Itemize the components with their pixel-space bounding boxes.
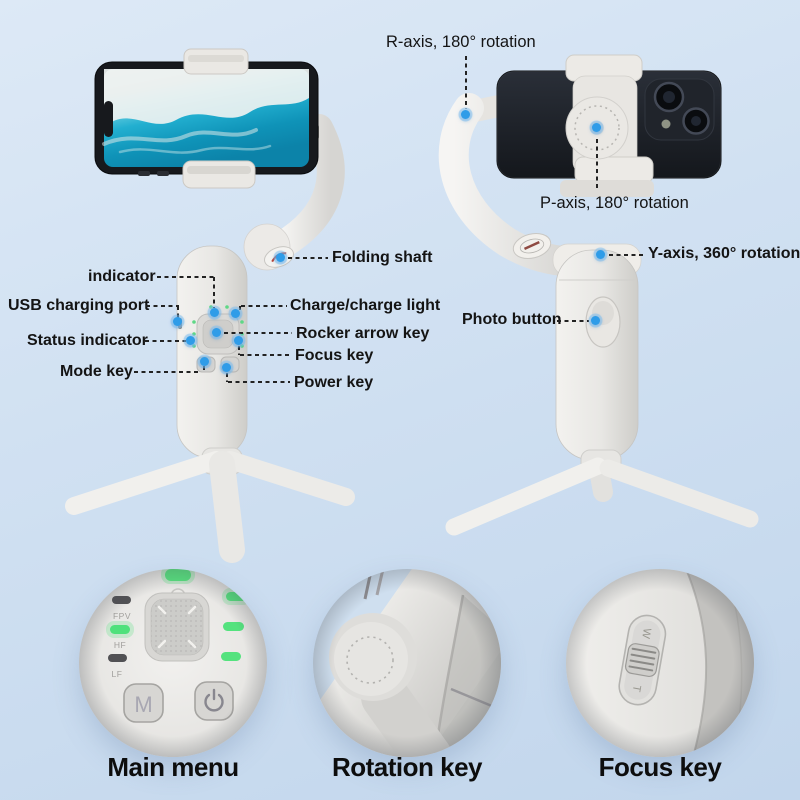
connector-indicator-h [157, 276, 214, 278]
right-folding-shaft [512, 232, 552, 260]
detail-main-menu: FPV HF LF M [79, 569, 267, 757]
detail-rotation-key [313, 569, 501, 757]
label-mode-key: Mode key [60, 363, 133, 380]
right-gimbal [438, 54, 759, 536]
marker-focus-key [234, 336, 243, 345]
connector-focus-v [238, 346, 240, 355]
connector-charge-h [241, 305, 287, 307]
marker-status-indicator [186, 336, 195, 345]
connector-charge-v [239, 306, 241, 313]
label-focus-key: Focus key [295, 347, 374, 364]
caption-main-menu: Main menu [107, 752, 239, 782]
marker-folding-shaft [276, 253, 285, 262]
left-arm [268, 114, 345, 259]
label-rocker-key: Rocker arrow key [296, 325, 430, 342]
detail-focus-key: W T [566, 569, 754, 757]
connector-mode-h [134, 371, 200, 373]
connector-usb-v [177, 306, 179, 318]
left-gimbal [65, 48, 355, 563]
connector-indicator-v [213, 277, 215, 308]
connector-status [145, 340, 186, 342]
connector-r-axis [465, 56, 467, 109]
label-status-indicator: Status indicator [27, 332, 148, 349]
marker-y-axis [596, 250, 605, 259]
connector-y-axis [609, 254, 645, 256]
connector-mode-v [203, 366, 205, 372]
label-p-axis: P-axis, 180° rotation [540, 194, 689, 212]
left-phone [94, 61, 319, 176]
connector-focus-h [240, 354, 290, 356]
marker-mode-key [200, 357, 209, 366]
right-tripod [445, 449, 759, 536]
marker-charge-light [231, 309, 240, 318]
connector-usb-h [146, 305, 179, 307]
marker-usb-port [173, 317, 182, 326]
label-charge-light: Charge/charge light [290, 297, 441, 314]
label-r-axis: R-axis, 180° rotation [386, 33, 536, 51]
label-power-key: Power key [294, 374, 374, 391]
right-arm [438, 93, 587, 277]
marker-r-axis [461, 110, 470, 119]
connector-folding-shaft [288, 257, 328, 259]
left-tripod [65, 447, 355, 563]
left-phone-clamp [182, 48, 256, 189]
connector-rocker [224, 332, 292, 334]
label-folding-shaft: Folding shaft [332, 249, 433, 266]
label-y-axis: Y-axis, 360° rotation [648, 245, 800, 262]
marker-p-axis [592, 123, 601, 132]
label-usb-port: USB charging port [8, 297, 150, 314]
right-handle [555, 249, 639, 461]
connector-power-v [226, 373, 228, 382]
marker-indicator [210, 308, 219, 317]
caption-focus-key: Focus key [598, 752, 722, 782]
caption-rotation-key: Rotation key [331, 752, 483, 782]
marker-photo-button [591, 316, 600, 325]
connector-power-h [228, 381, 290, 383]
connector-photo [557, 320, 589, 322]
marker-rocker-key [212, 328, 221, 337]
label-indicator: indicator [88, 268, 156, 285]
label-photo-button: Photo button [462, 311, 562, 328]
connector-p-axis [596, 139, 598, 190]
marker-power-key [222, 363, 231, 372]
